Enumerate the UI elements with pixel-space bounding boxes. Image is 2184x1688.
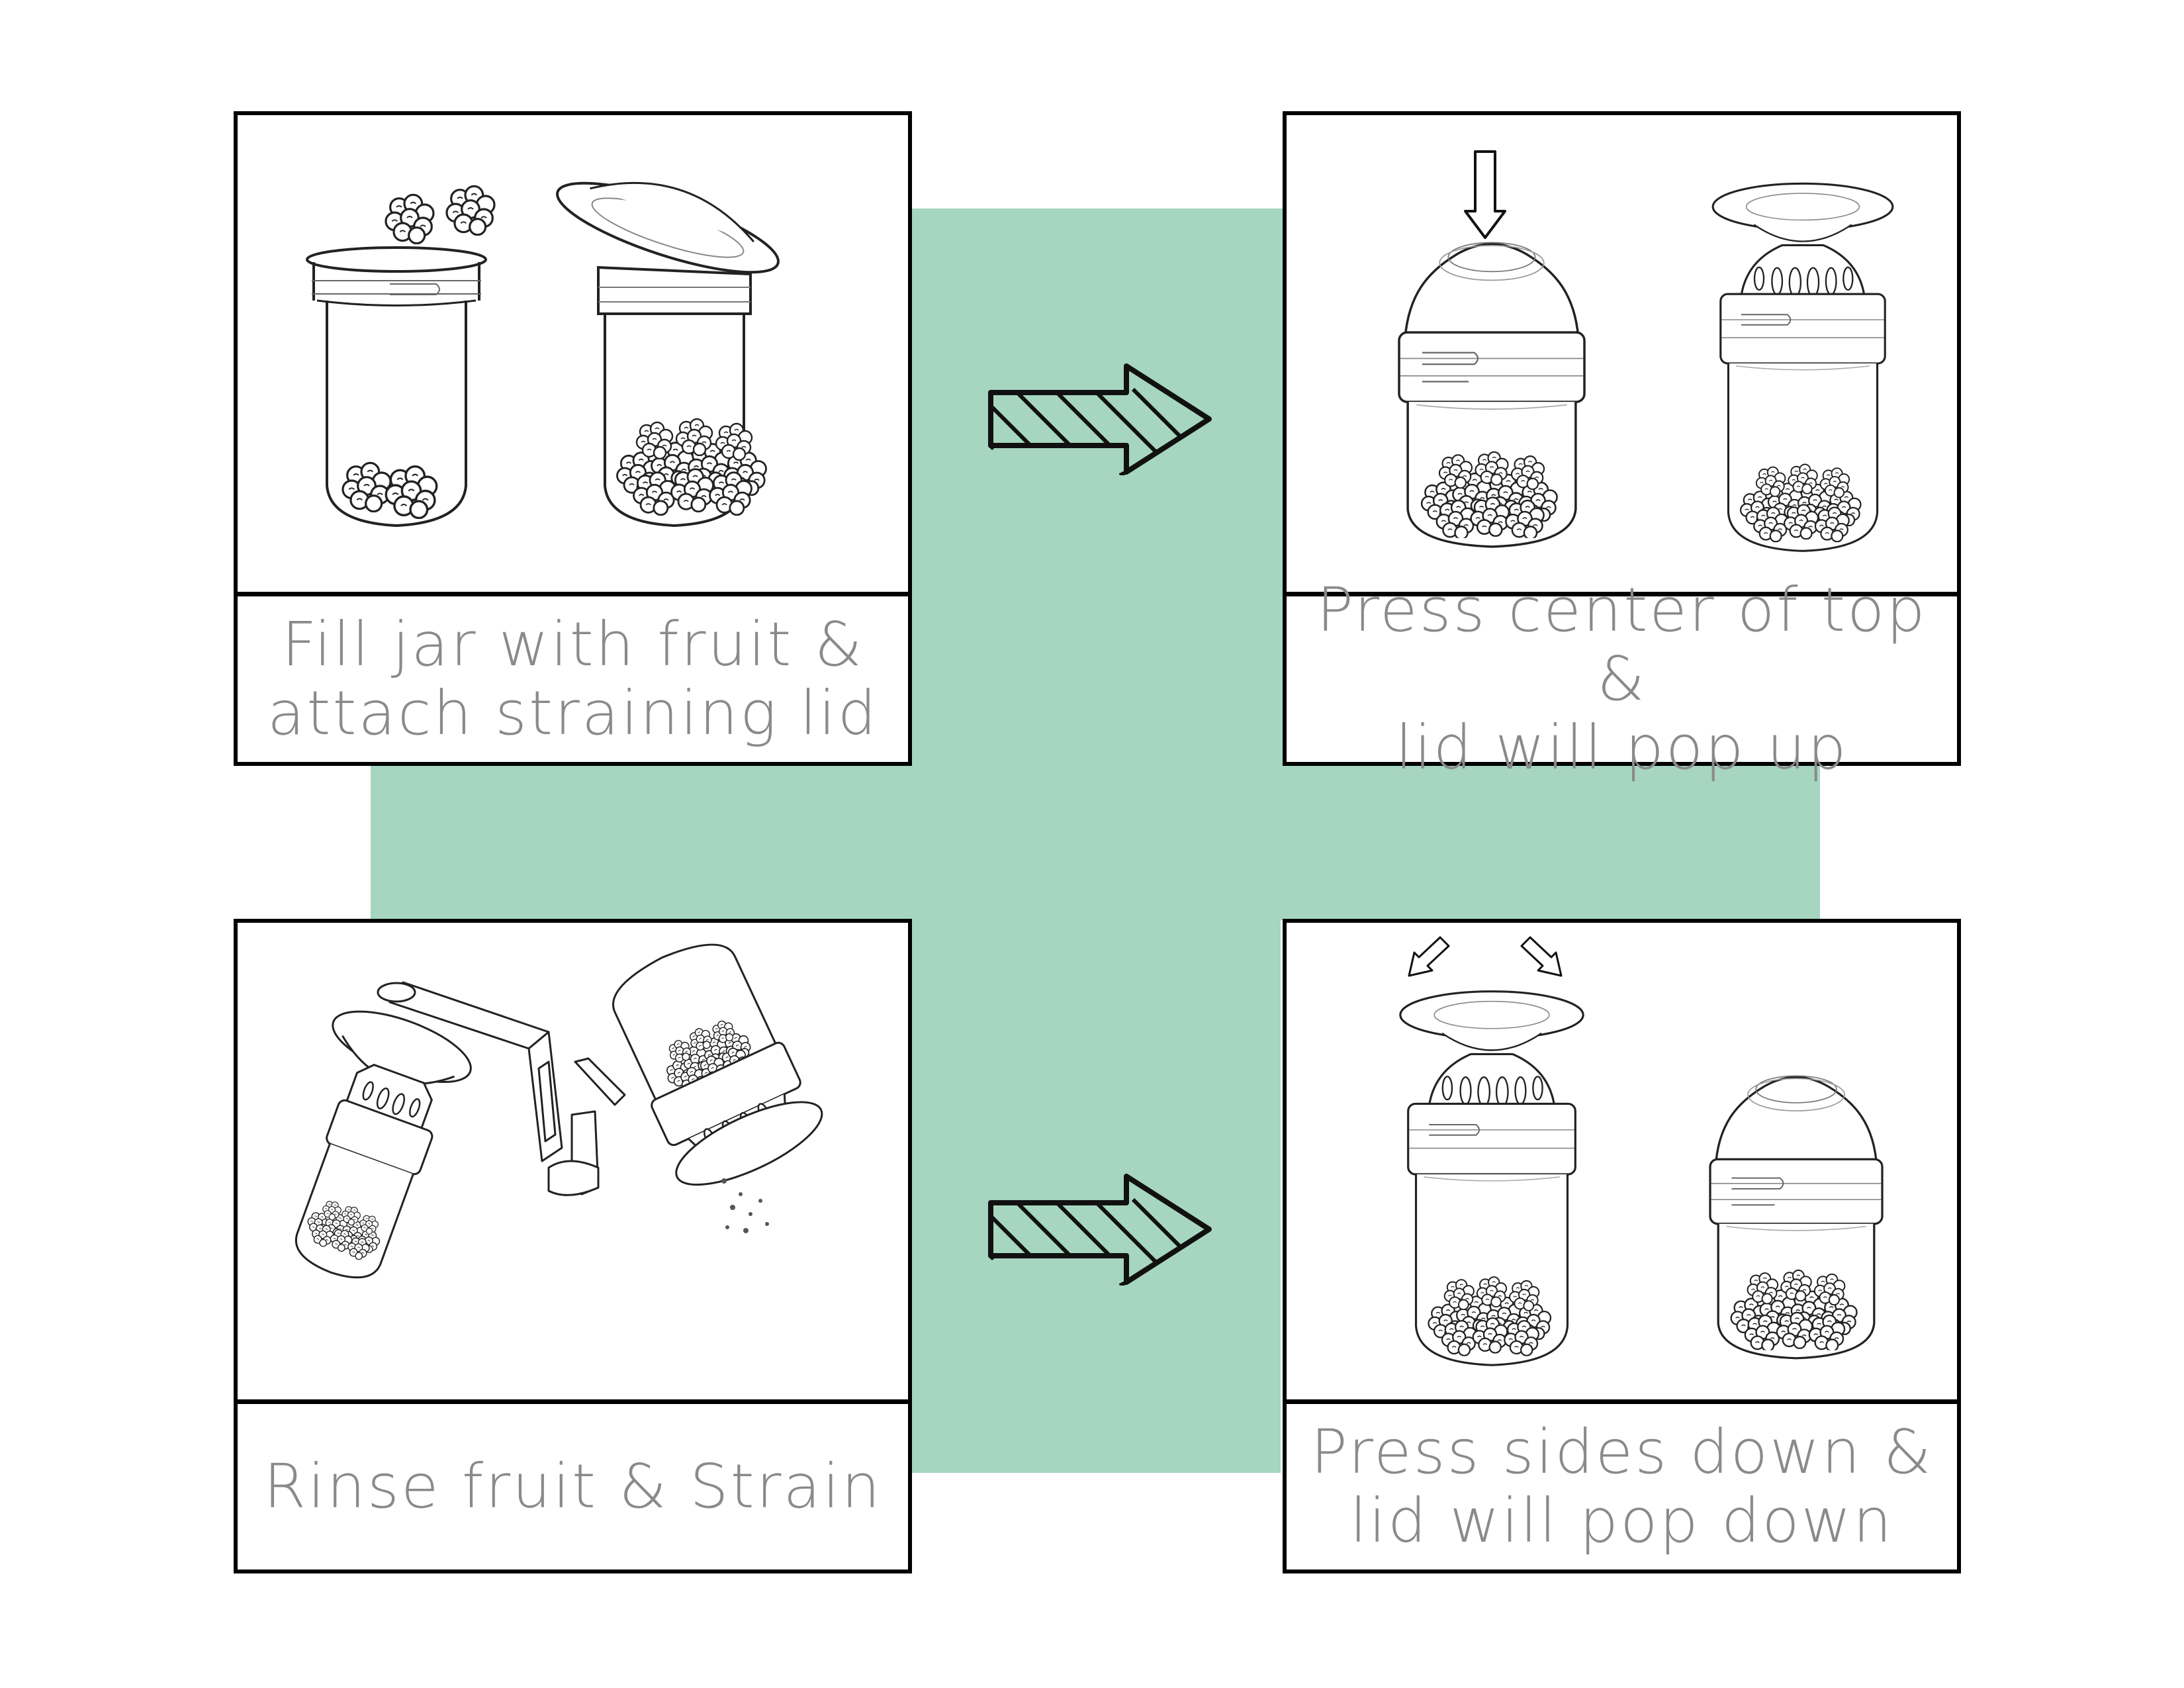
background-shape — [910, 209, 1281, 1473]
faucet-rinse-strain-icon — [295, 943, 823, 1279]
step-3-caption: Rinse fruit & Strain — [234, 1400, 912, 1573]
step-2-illustration — [1283, 111, 1961, 596]
open-jar-berries-icon — [306, 181, 780, 528]
step-2-caption: Press center of top & lid will pop up — [1283, 576, 1961, 782]
jar-lid-pop-down-icon — [1287, 936, 1957, 1399]
step-4-illustration — [1283, 919, 1961, 1403]
step-4-caption: Press sides down & lid will pop down — [1283, 1400, 1961, 1573]
hatched-right-arrow-icon — [987, 1173, 1212, 1286]
hatched-right-arrow-icon — [987, 363, 1212, 475]
step-3-illustration — [234, 919, 912, 1403]
step-1-caption: Fill jar with fruit & attach straining l… — [234, 592, 912, 766]
jar-lid-pop-up-icon — [1287, 150, 1957, 592]
step-1-illustration — [234, 111, 912, 596]
